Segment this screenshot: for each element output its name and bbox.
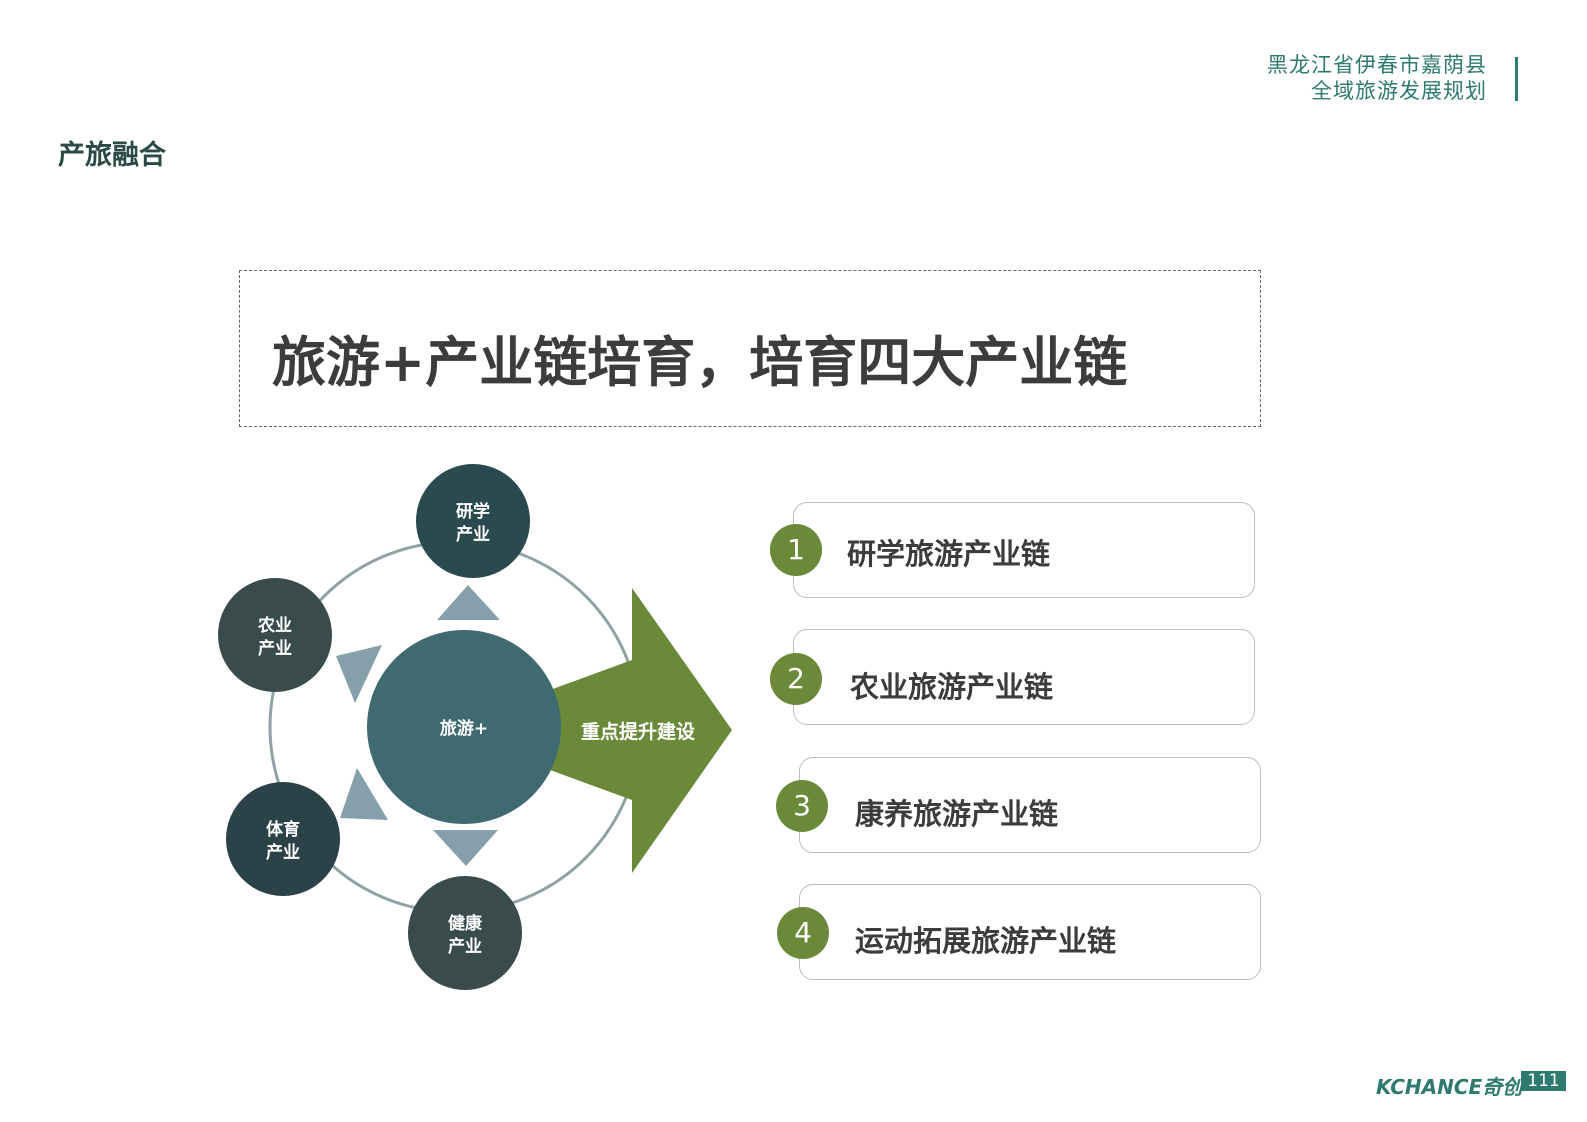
- node-research: 研学 产业: [416, 464, 530, 578]
- chain-number-4: 4: [777, 907, 829, 959]
- chain-number-1: 1: [770, 524, 822, 576]
- svg-text:产业: 产业: [258, 638, 292, 659]
- chain-label-2: 农业旅游产业链: [850, 670, 1054, 704]
- project-title: 黑龙江省伊春市嘉荫县 全域旅游发展规划: [1267, 52, 1487, 104]
- brand-logo: KCHANCE奇创: [1376, 1075, 1523, 1099]
- page-number: 111: [1521, 1071, 1566, 1091]
- triangle-left-down: [340, 768, 388, 820]
- svg-text:体育: 体育: [266, 819, 300, 840]
- center-circle: [367, 630, 561, 824]
- title-box: [239, 270, 1261, 427]
- svg-text:健康: 健康: [448, 913, 483, 934]
- node-agriculture: 农业 产业: [218, 578, 332, 692]
- triangle-left-up: [336, 645, 382, 703]
- triangle-up: [437, 585, 500, 620]
- header-divider: [1515, 57, 1518, 101]
- industry-diagram: 旅游+ 重点提升建设 研学 产业 农业 产业 体育 产业 健康 产业: [218, 464, 732, 990]
- chain-number-3: 3: [776, 780, 828, 832]
- node-sports: 体育 产业: [226, 782, 340, 896]
- arrow-label: 重点提升建设: [581, 720, 695, 743]
- svg-text:产业: 产业: [456, 524, 490, 545]
- chain-label-4: 运动拓展旅游产业链: [855, 924, 1117, 958]
- svg-text:产业: 产业: [448, 936, 482, 957]
- project-title-line1: 黑龙江省伊春市嘉荫县: [1267, 53, 1487, 77]
- triangle-down: [433, 830, 498, 866]
- main-title: 旅游+产业链培育，培育四大产业链: [272, 331, 1128, 394]
- project-title-line2: 全域旅游发展规划: [1311, 79, 1487, 103]
- svg-text:研学: 研学: [456, 501, 490, 522]
- section-title: 产旅融合: [58, 140, 166, 171]
- chain-label-1: 研学旅游产业链: [847, 537, 1051, 571]
- svg-text:农业: 农业: [257, 615, 292, 636]
- center-label: 旅游+: [440, 718, 488, 739]
- svg-text:产业: 产业: [266, 842, 300, 863]
- arrow-shape: [550, 588, 732, 873]
- chain-number-2: 2: [770, 653, 822, 705]
- node-health: 健康 产业: [408, 876, 522, 990]
- chain-label-3: 康养旅游产业链: [855, 797, 1059, 831]
